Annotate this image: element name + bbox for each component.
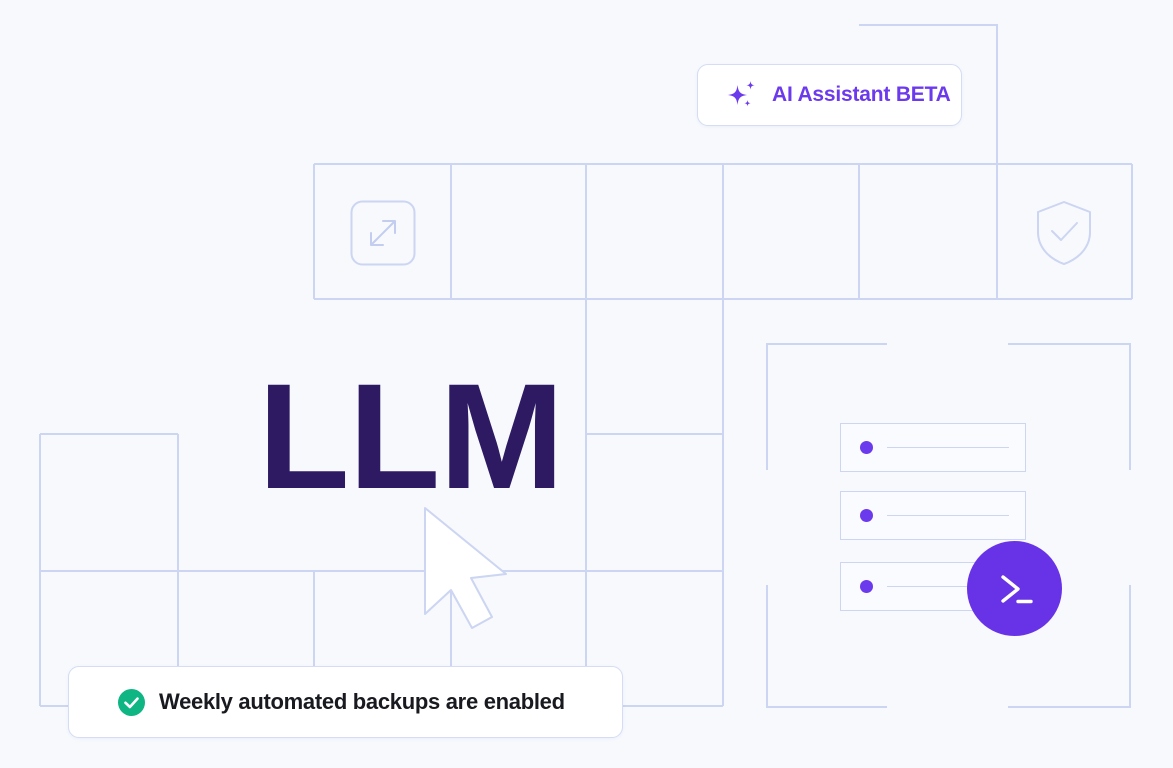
- bullet-dot-icon: [860, 580, 873, 593]
- shield-check-icon: [1032, 198, 1096, 268]
- page-title: LLM: [258, 352, 564, 520]
- expand-icon: [350, 200, 416, 266]
- ai-assistant-badge[interactable]: AI Assistant BETA: [697, 64, 962, 126]
- list-item[interactable]: [840, 423, 1026, 472]
- placeholder-line: [887, 585, 1009, 588]
- list-item[interactable]: [840, 491, 1026, 540]
- placeholder-line: [887, 514, 1009, 517]
- check-circle-icon: [118, 688, 145, 716]
- status-toast: Weekly automated backups are enabled: [68, 666, 623, 738]
- placeholder-line: [887, 446, 1009, 449]
- terminal-button[interactable]: [967, 541, 1062, 636]
- terminal-prompt-icon: [1000, 574, 1033, 603]
- bullet-dot-icon: [860, 441, 873, 454]
- bullet-dot-icon: [860, 509, 873, 522]
- sparkle-icon: [727, 81, 755, 107]
- status-toast-label: Weekly automated backups are enabled: [159, 689, 565, 714]
- ai-assistant-label: AI Assistant BETA: [772, 83, 951, 106]
